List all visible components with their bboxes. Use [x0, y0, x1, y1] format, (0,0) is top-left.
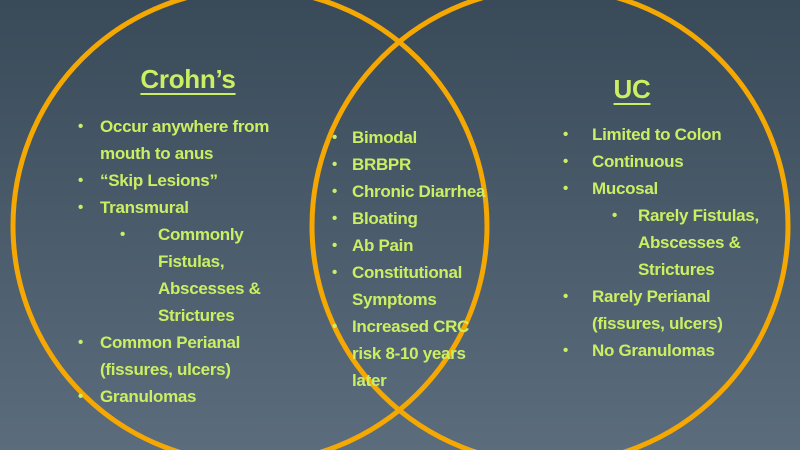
list-item-text: “Skip Lesions” [100, 171, 218, 190]
list-item: • Occur anywhere from mouth to anus [58, 113, 270, 167]
bullet-icon: • [332, 183, 337, 200]
list-item: • BRBPR [320, 151, 502, 178]
list-item-text: Ab Pain [352, 236, 414, 255]
list-item: • Constitutional Symptoms [320, 259, 502, 313]
list-item: • Limited to Colon [550, 121, 764, 148]
list-subitem: • Rarely Fistulas, Abscesses & Stricture… [550, 202, 764, 283]
list-item: • Rarely Perianal (fissures, ulcers) [550, 283, 764, 337]
bullet-icon: • [563, 180, 568, 197]
list-item: • Increased CRC risk 8-10 years later [320, 313, 502, 394]
bullet-icon: • [332, 210, 337, 227]
list-item: • Transmural [58, 194, 270, 221]
list-item-text: Granulomas [100, 387, 197, 406]
list-item-text: Bimodal [352, 128, 417, 147]
bullet-icon: • [332, 129, 337, 146]
bullet-icon: • [332, 156, 337, 173]
list-item-text: No Granulomas [592, 341, 715, 360]
list-item-text: BRBPR [352, 155, 411, 174]
bullet-icon: • [120, 226, 125, 243]
list-item-text: Constitutional Symptoms [352, 263, 463, 309]
list-item: • Chronic Diarrhea [320, 178, 502, 205]
list-item: • Bloating [320, 205, 502, 232]
bullet-icon: • [78, 388, 83, 405]
list-item: • Granulomas [58, 383, 270, 410]
list-subitem: • Commonly Fistulas, Abscesses & Strictu… [58, 221, 270, 329]
crohns-heading: Crohn’s [140, 64, 236, 94]
uc-heading: UC [613, 74, 651, 104]
list-item-text: Mucosal [592, 179, 658, 198]
list-item: • “Skip Lesions” [58, 167, 270, 194]
crohns-list: • Occur anywhere from mouth to anus • “S… [58, 113, 270, 410]
list-item: • Ab Pain [320, 232, 502, 259]
list-item-text: Rarely Fistulas, Abscesses & Strictures [638, 206, 759, 279]
bullet-icon: • [78, 334, 83, 351]
list-item: • Continuous [550, 148, 764, 175]
bullet-icon: • [332, 237, 337, 254]
bullet-icon: • [78, 172, 83, 189]
shared-list: • Bimodal • BRBPR • Chronic Diarrhea • B… [320, 124, 502, 394]
bullet-icon: • [563, 153, 568, 170]
bullet-icon: • [78, 118, 83, 135]
bullet-icon: • [78, 199, 83, 216]
list-item-text: Continuous [592, 152, 684, 171]
bullet-icon: • [563, 342, 568, 359]
list-item-text: Transmural [100, 198, 189, 217]
bullet-icon: • [563, 126, 568, 143]
list-item-text: Increased CRC risk 8-10 years later [352, 317, 470, 390]
bullet-icon: • [612, 207, 617, 224]
list-item: • Common Perianal (fissures, ulcers) [58, 329, 270, 383]
list-item: • Bimodal [320, 124, 502, 151]
bullet-icon: • [332, 318, 337, 335]
right-circle [309, 0, 791, 450]
list-item-text: Commonly Fistulas, Abscesses & Stricture… [158, 225, 261, 325]
list-item-text: Limited to Colon [592, 125, 722, 144]
list-item-text: Occur anywhere from mouth to anus [100, 117, 270, 163]
list-item-text: Bloating [352, 209, 418, 228]
bullet-icon: • [563, 288, 568, 305]
list-item-text: Rarely Perianal (fissures, ulcers) [592, 287, 723, 333]
list-item: • Mucosal [550, 175, 764, 202]
bullet-icon: • [332, 264, 337, 281]
list-item-text: Common Perianal (fissures, ulcers) [100, 333, 241, 379]
list-item: • No Granulomas [550, 337, 764, 364]
list-item-text: Chronic Diarrhea [352, 182, 486, 201]
uc-list: • Limited to Colon • Continuous • Mucosa… [550, 121, 764, 364]
left-circle [10, 0, 490, 450]
